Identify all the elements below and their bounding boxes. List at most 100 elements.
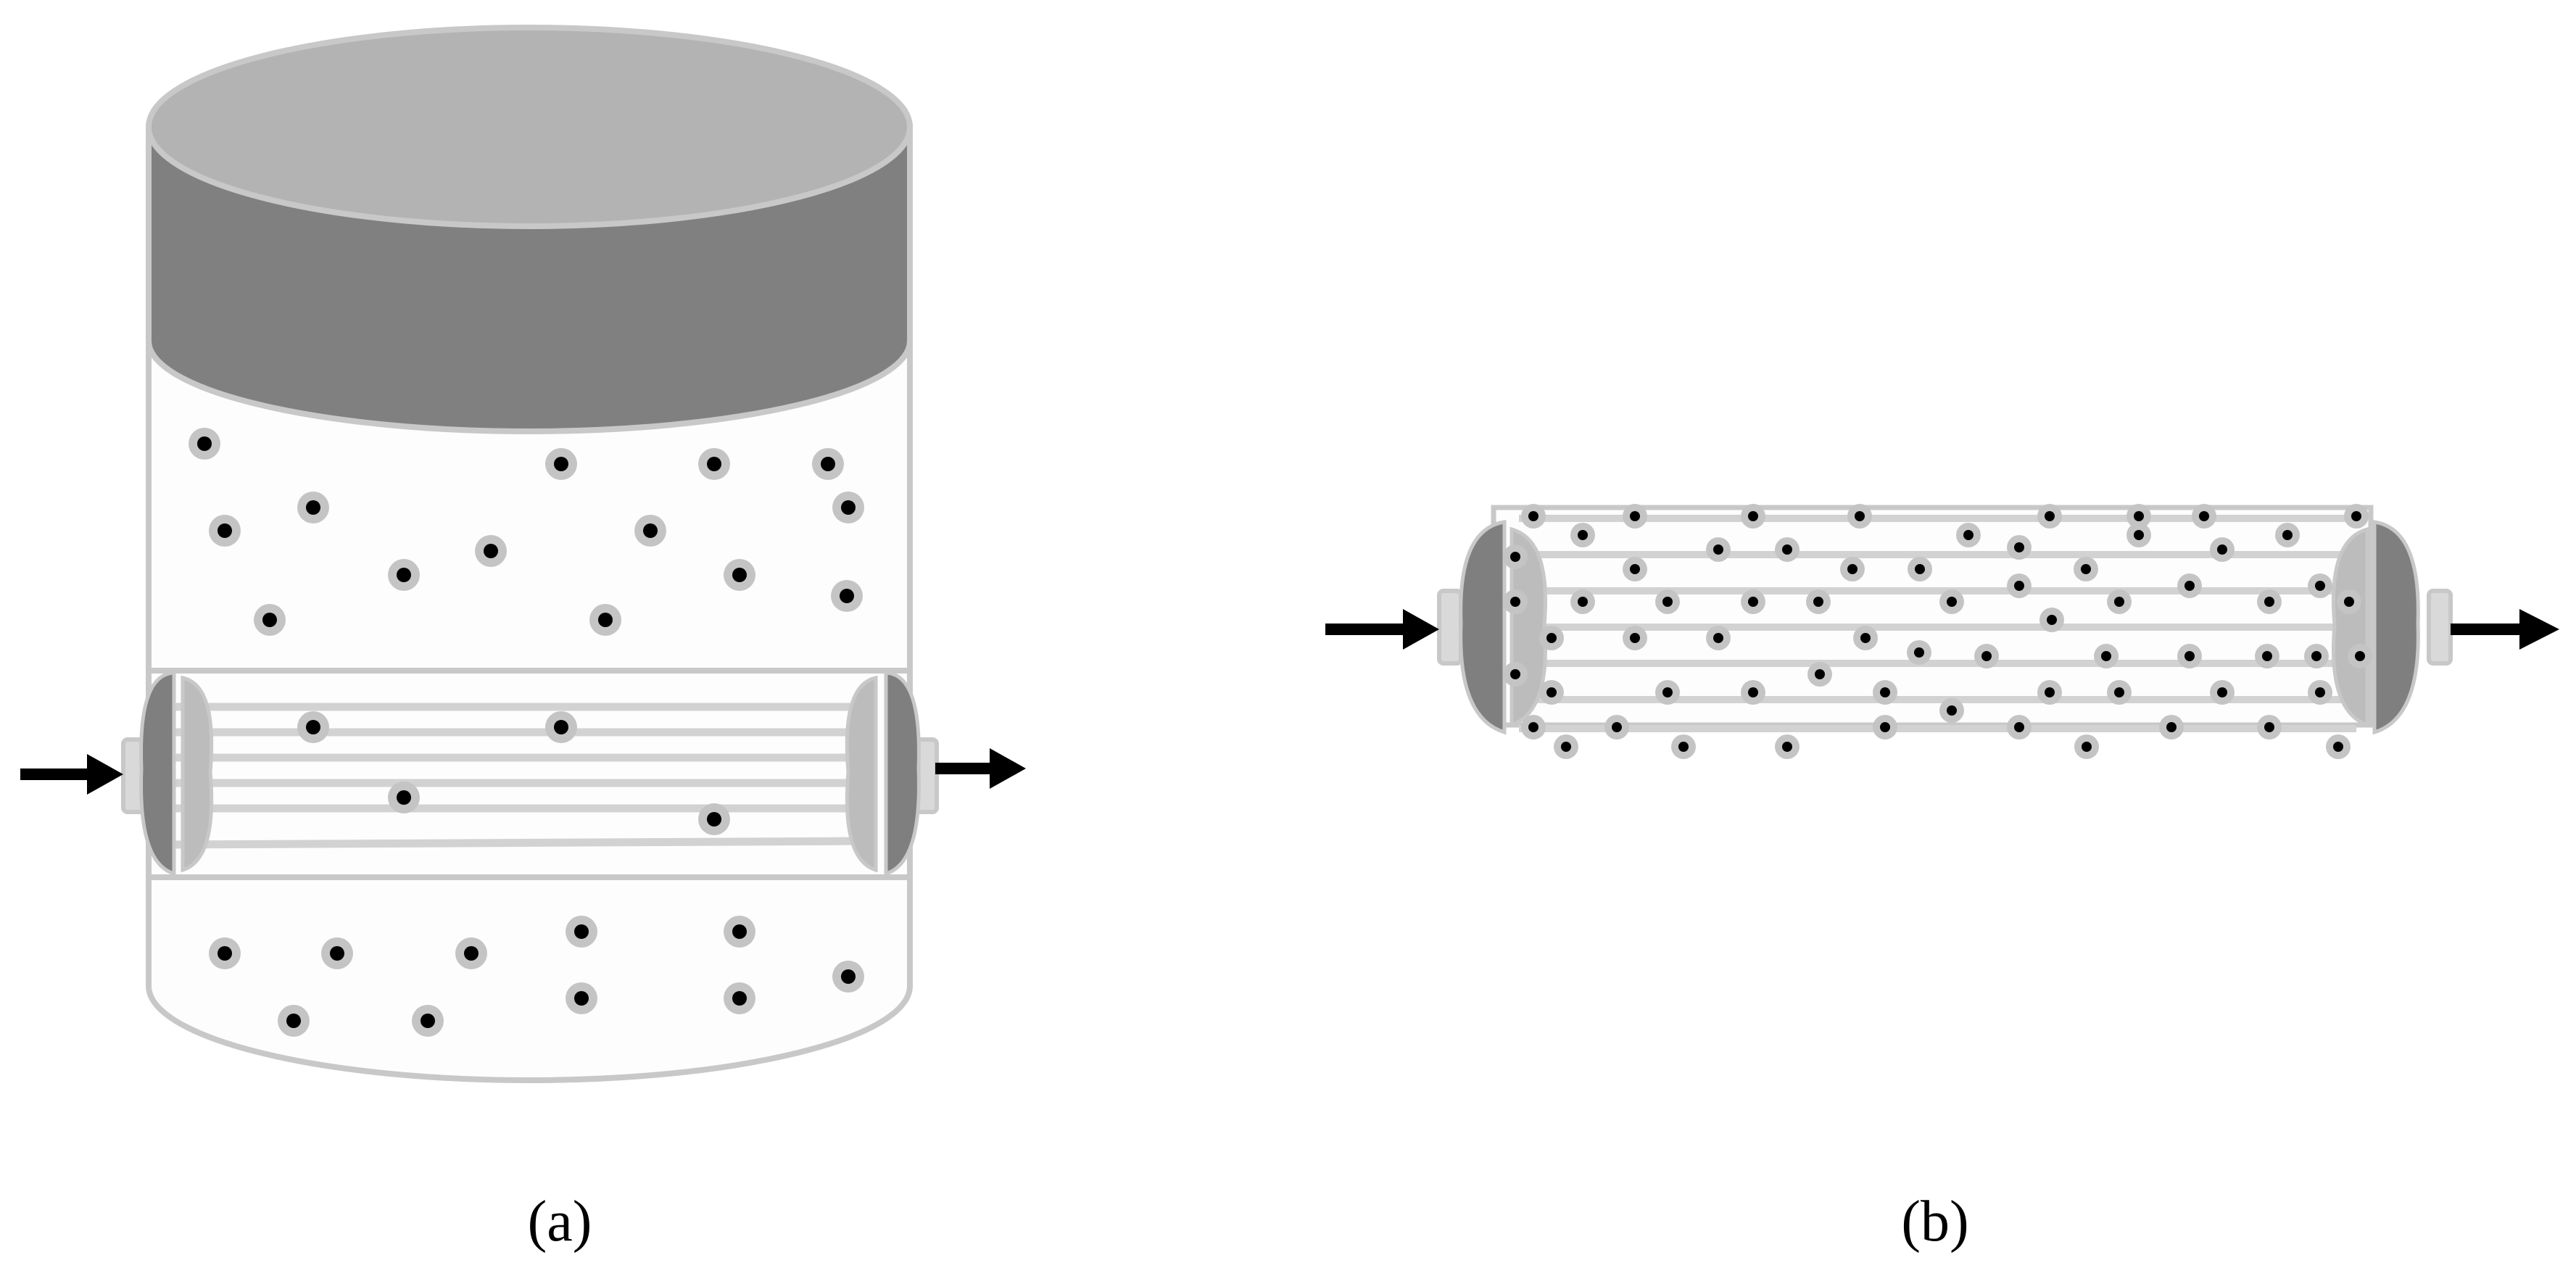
particle-core <box>2262 651 2272 661</box>
particle-core <box>2333 742 2343 752</box>
particle-core <box>1782 544 1792 555</box>
particle-core <box>2081 564 2091 574</box>
panel-b-caption: (b) <box>1901 1190 1969 1254</box>
particle-core <box>841 969 856 984</box>
particle-core <box>1981 651 1992 661</box>
particle-core <box>1748 597 1758 607</box>
particle-core <box>1847 564 1858 574</box>
particle-core <box>2014 722 2024 732</box>
particle-core <box>1813 597 1823 607</box>
particle-core <box>1546 687 1557 697</box>
particle-core <box>2047 615 2057 625</box>
particle-core <box>1510 597 1520 607</box>
particle-core <box>218 523 232 538</box>
particle-core <box>306 720 320 734</box>
particle-core <box>397 568 411 582</box>
particle-core <box>2315 581 2325 591</box>
particle-core <box>840 589 854 603</box>
outlet-arrow-icon <box>2451 609 2559 650</box>
right-end-cap <box>2331 520 2453 735</box>
particle-core <box>1815 669 1825 679</box>
particle-core <box>1855 511 1865 521</box>
particle-core <box>1947 705 1957 716</box>
particle-core <box>2082 742 2092 752</box>
particle-core <box>2217 687 2227 697</box>
panel-a-submerged-tank <box>20 25 1026 1083</box>
particle-core <box>1713 633 1723 643</box>
inlet-arrow-icon <box>1325 609 1439 650</box>
particle-core <box>1914 647 1924 658</box>
hollow-fibers <box>1519 515 2356 732</box>
particle-core <box>554 720 568 734</box>
particle-core <box>1612 722 1622 732</box>
particle-core <box>1630 564 1640 574</box>
particle-core <box>574 924 589 939</box>
particle-core <box>2344 597 2354 607</box>
particle-core <box>2264 597 2274 607</box>
particle-core <box>2014 542 2024 552</box>
particle-core <box>1860 633 1871 643</box>
particle-core <box>1510 552 1520 562</box>
particle-core <box>1662 597 1673 607</box>
particle-core <box>397 790 411 805</box>
particle-core <box>1915 564 1925 574</box>
particle-core <box>1578 597 1588 607</box>
particle-core <box>1630 633 1640 643</box>
outlet-arrow-icon <box>935 748 1026 789</box>
panel-a-caption: (a) <box>527 1190 592 1254</box>
particle-core <box>2184 651 2195 661</box>
particle-core <box>1713 544 1723 555</box>
particle-core <box>2199 511 2209 521</box>
particle-core <box>1947 597 1957 607</box>
particles-b <box>1503 504 2372 759</box>
particle-core <box>1528 722 1538 732</box>
fiber <box>173 837 874 849</box>
particle-core <box>1880 687 1890 697</box>
particle-core <box>262 613 277 627</box>
panel-b-pressurized-module <box>1325 504 2559 759</box>
particle-core <box>2134 530 2144 540</box>
particle-core <box>1678 742 1689 752</box>
particle-core <box>218 946 232 961</box>
particle-core <box>821 457 835 471</box>
particles-a <box>189 428 864 1037</box>
particle-core <box>1561 742 1571 752</box>
particle-core <box>2315 687 2325 697</box>
particle-core <box>2134 511 2144 521</box>
particle-core <box>2166 722 2177 732</box>
particle-core <box>643 523 658 538</box>
particle-core <box>554 457 568 471</box>
particle-core <box>2351 511 2361 521</box>
particle-core <box>2264 722 2274 732</box>
particle-core <box>2184 581 2195 591</box>
particle-core <box>484 544 498 558</box>
particle-core <box>598 613 613 627</box>
tank-lid-top <box>146 25 913 229</box>
module-shell <box>1491 505 2374 728</box>
particle-core <box>1880 722 1890 732</box>
particle-core <box>1528 511 1538 521</box>
particle-core <box>2217 544 2227 555</box>
particle-core <box>2014 581 2024 591</box>
particle-core <box>841 500 856 515</box>
hollow-fibers <box>173 703 874 849</box>
particle-core <box>464 946 479 961</box>
particle-core <box>1748 687 1758 697</box>
particle-core <box>1782 742 1792 752</box>
particle-core <box>1546 633 1557 643</box>
particle-core <box>2311 651 2322 661</box>
particle-core <box>1963 530 1974 540</box>
particle-core <box>2114 597 2124 607</box>
particle-core <box>2282 530 2293 540</box>
particle-core <box>732 924 747 939</box>
particle-core <box>2114 687 2124 697</box>
particle-core <box>330 946 344 961</box>
particle-core <box>732 991 747 1006</box>
particle-core <box>306 500 320 515</box>
particle-core <box>707 812 721 826</box>
particle-core <box>2045 687 2055 697</box>
particle-core <box>707 457 721 471</box>
particle-core <box>2101 651 2111 661</box>
particle-core <box>574 991 589 1006</box>
